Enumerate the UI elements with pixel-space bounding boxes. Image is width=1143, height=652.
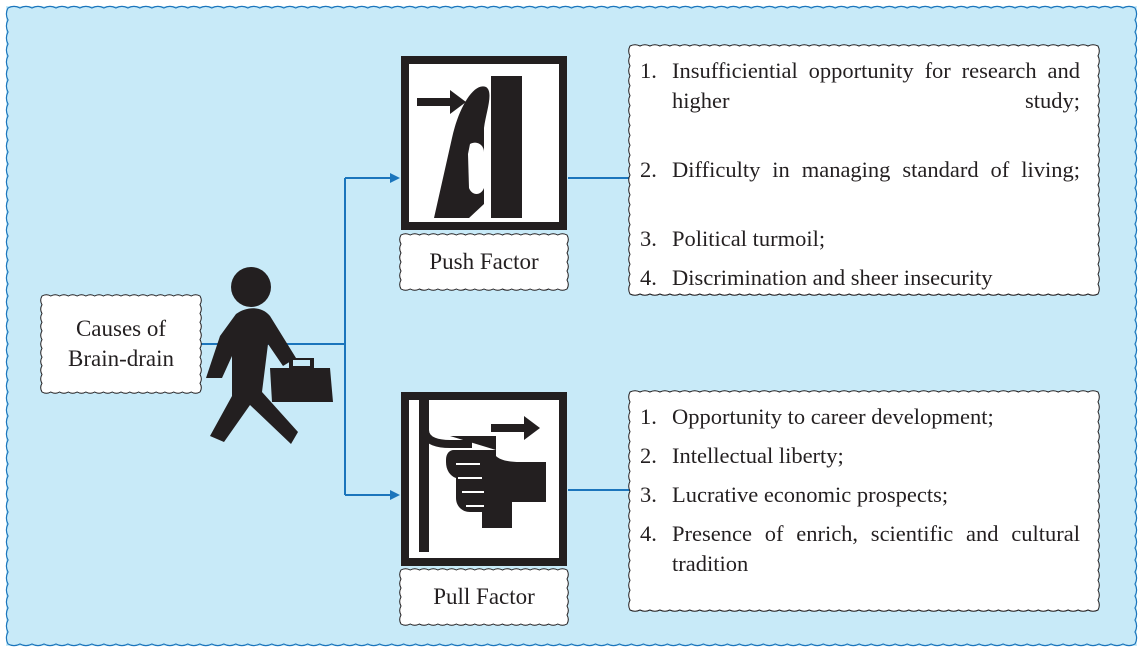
item-number: 1.: [640, 404, 657, 429]
item-number: 2.: [640, 443, 657, 468]
pull-list-border: [628, 390, 1100, 612]
list-item: 4. Presence of enrich, scientific and cul…: [640, 519, 1080, 609]
pull-label: Pull Factor: [433, 584, 535, 609]
item-text: Intellectual liberty;: [672, 443, 844, 468]
item-number: 1.: [640, 58, 657, 83]
item-number: 4.: [640, 521, 657, 546]
center-box-border: [40, 294, 202, 394]
center-box: Causes of Brain-drain: [42, 296, 200, 392]
item-number: 2.: [640, 157, 657, 182]
item-text: Lucrative economic prospects;: [672, 482, 949, 507]
push-hand-icon: [401, 56, 567, 230]
center-line-2: Brain-drain: [67, 346, 174, 371]
pull-factor-list: 1. Opportunity to career development; 2. I…: [640, 402, 1080, 618]
item-number: 4.: [640, 265, 657, 290]
list-item: 3. Lucrative economic prospects;: [640, 480, 1080, 510]
pull-hand-icon: [401, 392, 567, 566]
push-label: Push Factor: [429, 249, 539, 274]
list-item: 3. Political turmoil;: [640, 224, 1080, 254]
push-label-box: Push Factor: [401, 235, 567, 289]
walking-man-with-briefcase-icon: [206, 267, 333, 444]
item-text: Presence of enrich, scientific and cultu…: [672, 521, 1080, 576]
push-factor-list: 1. Insufficiential opportunity for resear…: [640, 56, 1080, 302]
item-text: Insufficiential opportunity for research…: [672, 58, 1080, 113]
item-text: Opportunity to career development;: [672, 404, 994, 429]
item-text: Difficulty in managing standard of livin…: [672, 157, 1080, 182]
list-item: 2. Intellectual liberty;: [640, 441, 1080, 471]
push-label-border: [399, 233, 569, 291]
center-line-1: Causes of: [75, 316, 167, 341]
item-text: Political turmoil;: [672, 226, 826, 251]
list-item: 4. Discrimination and sheer insecurity: [640, 263, 1080, 293]
list-item: 2. Difficulty in managing standard of liv…: [640, 155, 1080, 215]
push-list-border: [628, 44, 1100, 296]
item-number: 3.: [640, 226, 657, 251]
pull-label-border: [399, 568, 569, 626]
panel-border: [5, 5, 1138, 647]
item-number: 3.: [640, 482, 657, 507]
list-item: 1. Insufficiential opportunity for resear…: [640, 56, 1080, 146]
pull-label-box: Pull Factor: [401, 570, 567, 624]
item-text: Discrimination and sheer insecurity: [672, 265, 993, 290]
list-item: 1. Opportunity to career development;: [640, 402, 1080, 432]
